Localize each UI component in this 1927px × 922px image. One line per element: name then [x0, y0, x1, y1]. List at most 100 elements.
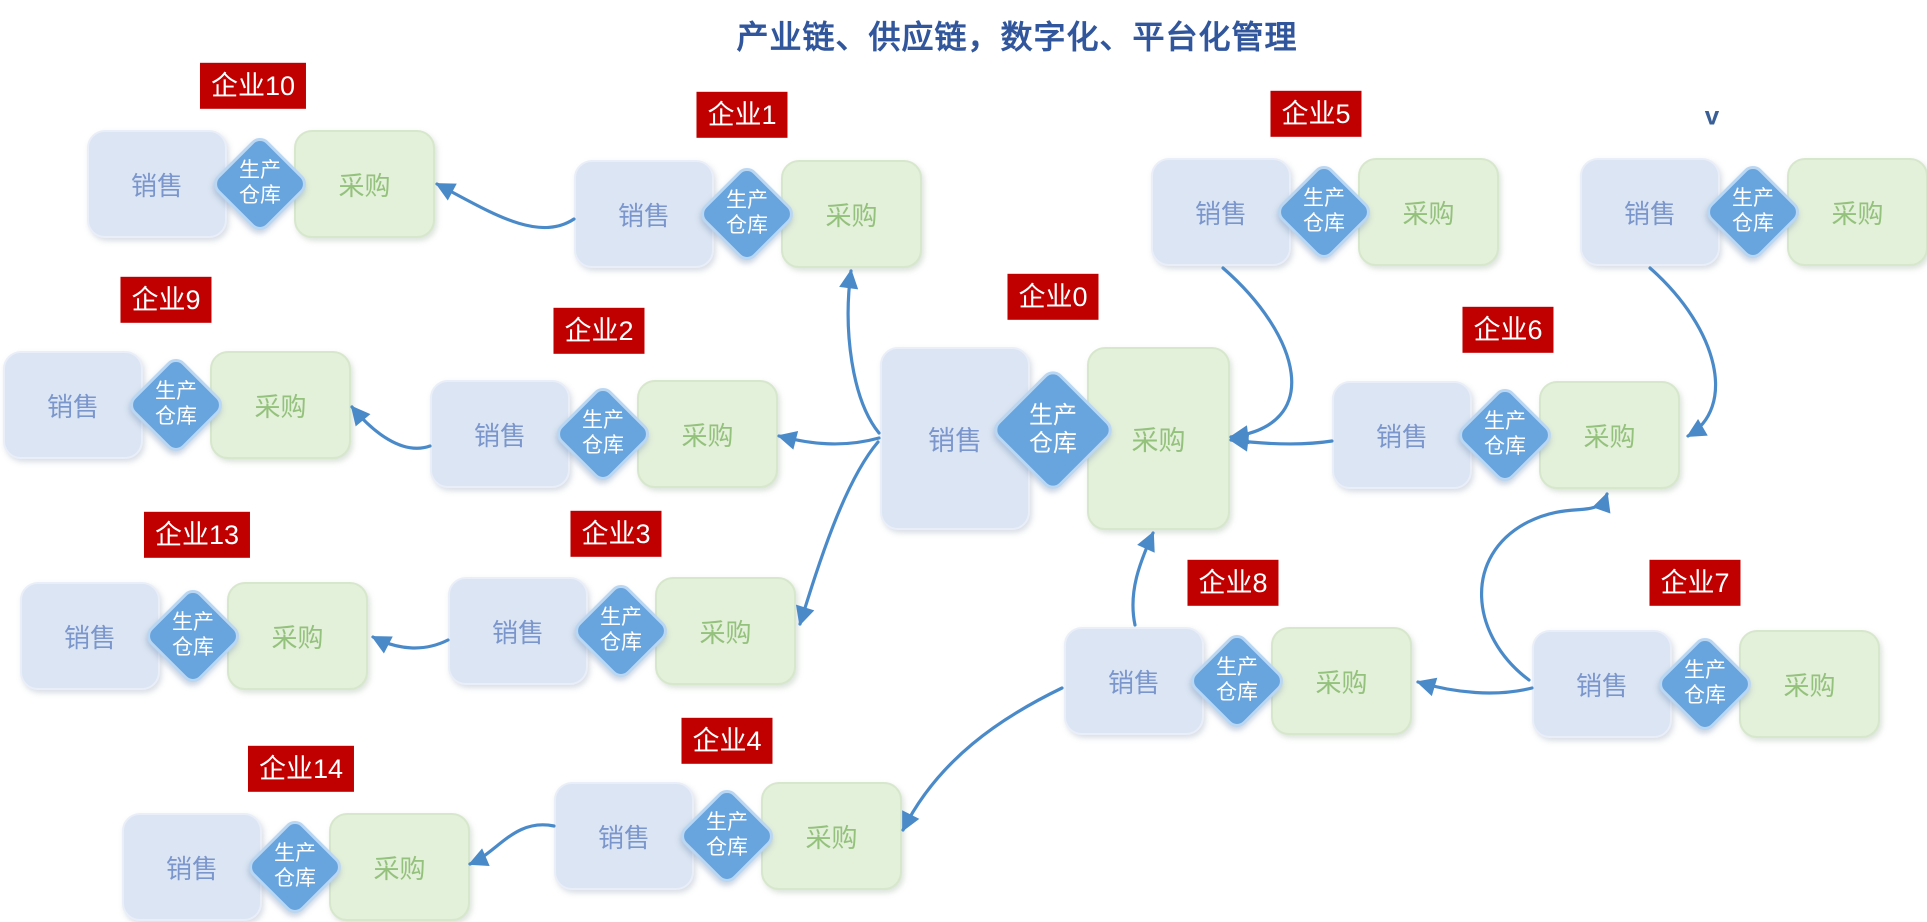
warehouse-label: 生产 仓库 — [706, 811, 748, 859]
warehouse-label: 生产 仓库 — [172, 611, 214, 659]
production-warehouse-diamond: 生产 仓库 — [1453, 383, 1557, 487]
sales-label: 销售 — [1575, 670, 1628, 701]
purchase-label: 采购 — [805, 822, 858, 853]
sales-box: 销售 — [1580, 158, 1720, 266]
sales-box: 销售 — [1064, 627, 1204, 735]
sales-label: 销售 — [46, 391, 99, 422]
purchase-box: 采购 — [637, 380, 778, 488]
production-warehouse-diamond: 生产 仓库 — [989, 366, 1117, 494]
purchase-box: 采购 — [210, 351, 351, 459]
enterprise-label-e1: 企业1 — [696, 91, 788, 139]
sales-box: 销售 — [1532, 630, 1672, 738]
production-warehouse-diamond: 生产 仓库 — [1653, 632, 1757, 736]
purchase-box: 采购 — [294, 130, 435, 238]
purchase-label: 采购 — [1131, 426, 1186, 456]
enterprise-unit-e13: 销售 生产 仓库 采购 — [20, 582, 368, 690]
enterprise-unit-ev: 销售 生产 仓库 采购 — [1580, 158, 1927, 266]
purchase-label: 采购 — [681, 420, 734, 451]
warehouse-label: 生产 仓库 — [582, 409, 624, 457]
sales-label: 销售 — [1623, 198, 1676, 229]
production-warehouse-diamond: 生产 仓库 — [243, 815, 347, 919]
warehouse-label: 生产 仓库 — [1684, 659, 1726, 707]
enterprise-label-e8: 企业8 — [1187, 559, 1279, 607]
enterprise-label-e10: 企业10 — [199, 62, 307, 110]
purchase-box: 采购 — [1271, 627, 1412, 735]
warehouse-label: 生产 仓库 — [1303, 187, 1345, 235]
sales-label: 销售 — [473, 420, 526, 451]
enterprise-label-e3: 企业3 — [570, 510, 662, 558]
production-warehouse-diamond: 生产 仓库 — [1701, 160, 1805, 264]
enterprise-unit-e6: 销售 生产 仓库 采购 — [1332, 381, 1680, 489]
warehouse-label: 生产 仓库 — [274, 842, 316, 890]
warehouse-label: 生产 仓库 — [155, 380, 197, 428]
purchase-box: 采购 — [1087, 347, 1230, 530]
enterprise-label-e7: 企业7 — [1649, 559, 1741, 607]
enterprise-unit-e14: 销售 生产 仓库 采购 — [122, 813, 470, 921]
enterprise-unit-e1: 销售 生产 仓库 采购 — [574, 160, 922, 268]
production-warehouse-diamond: 生产 仓库 — [551, 382, 655, 486]
purchase-box: 采购 — [655, 577, 796, 685]
purchase-label: 采购 — [1831, 198, 1884, 229]
purchase-label: 采购 — [825, 200, 878, 231]
enterprise-unit-e2: 销售 生产 仓库 采购 — [430, 380, 778, 488]
sales-label: 销售 — [928, 426, 982, 456]
sales-box: 销售 — [87, 130, 227, 238]
sales-label: 销售 — [63, 622, 116, 653]
enterprise-unit-e8: 销售 生产 仓库 采购 — [1064, 627, 1412, 735]
sales-label: 销售 — [1375, 421, 1428, 452]
production-warehouse-diamond: 生产 仓库 — [569, 579, 673, 683]
enterprise-unit-e3: 销售 生产 仓库 采购 — [448, 577, 796, 685]
enterprise-unit-e7: 销售 生产 仓库 采购 — [1532, 630, 1880, 738]
enterprise-label-e2: 企业2 — [553, 307, 645, 355]
purchase-label: 采购 — [1783, 670, 1836, 701]
enterprise-label-e4: 企业4 — [681, 717, 773, 765]
sales-box: 销售 — [122, 813, 262, 921]
sales-box: 销售 — [430, 380, 570, 488]
enterprise-unit-e9: 销售 生产 仓库 采购 — [3, 351, 351, 459]
purchase-box: 采购 — [1739, 630, 1880, 738]
production-warehouse-diamond: 生产 仓库 — [1272, 160, 1376, 264]
purchase-label: 采购 — [373, 853, 426, 884]
warehouse-label: 生产 仓库 — [600, 606, 642, 654]
purchase-box: 采购 — [761, 782, 902, 890]
enterprise-label-e0: 企业0 — [1007, 273, 1099, 321]
purchase-label: 采购 — [338, 170, 391, 201]
enterprise-label-e14: 企业14 — [247, 745, 355, 793]
warehouse-label: 生产 仓库 — [239, 159, 281, 207]
sales-label: 销售 — [617, 200, 670, 231]
enterprise-unit-e4: 销售 生产 仓库 采购 — [554, 782, 902, 890]
purchase-label: 采购 — [1583, 421, 1636, 452]
sales-box: 销售 — [1332, 381, 1472, 489]
enterprise-label-e13: 企业13 — [143, 511, 251, 559]
sales-label: 销售 — [165, 853, 218, 884]
enterprise-label-e9: 企业9 — [120, 276, 212, 324]
sales-label: 销售 — [130, 170, 183, 201]
enterprise-unit-e10: 销售 生产 仓库 采购 — [87, 130, 435, 238]
sales-box: 销售 — [3, 351, 143, 459]
sales-box: 销售 — [448, 577, 588, 685]
sales-box: 销售 — [20, 582, 160, 690]
purchase-label: 采购 — [271, 622, 324, 653]
purchase-box: 采购 — [1358, 158, 1499, 266]
sales-box: 销售 — [554, 782, 694, 890]
sales-label: 销售 — [597, 822, 650, 853]
diagram-title: 产业链、供应链，数字化、平台化管理 — [736, 19, 1298, 55]
enterprise-label-e6: 企业6 — [1462, 306, 1554, 354]
sales-box: 销售 — [574, 160, 714, 268]
enterprise-label-e5: 企业5 — [1270, 90, 1362, 138]
sales-label: 销售 — [1194, 198, 1247, 229]
purchase-box: 采购 — [781, 160, 922, 268]
purchase-label: 采购 — [254, 391, 307, 422]
production-warehouse-diamond: 生产 仓库 — [1185, 629, 1289, 733]
warehouse-label: 生产 仓库 — [1732, 187, 1774, 235]
warehouse-label: 生产 仓库 — [1484, 410, 1526, 458]
purchase-box: 采购 — [1539, 381, 1680, 489]
purchase-label: 采购 — [1402, 198, 1455, 229]
purchase-box: 采购 — [329, 813, 470, 921]
warehouse-label: 生产 仓库 — [1029, 401, 1077, 457]
sales-label: 销售 — [491, 617, 544, 648]
sales-label: 销售 — [1107, 667, 1160, 698]
production-warehouse-diamond: 生产 仓库 — [124, 353, 228, 457]
production-warehouse-diamond: 生产 仓库 — [675, 784, 779, 888]
